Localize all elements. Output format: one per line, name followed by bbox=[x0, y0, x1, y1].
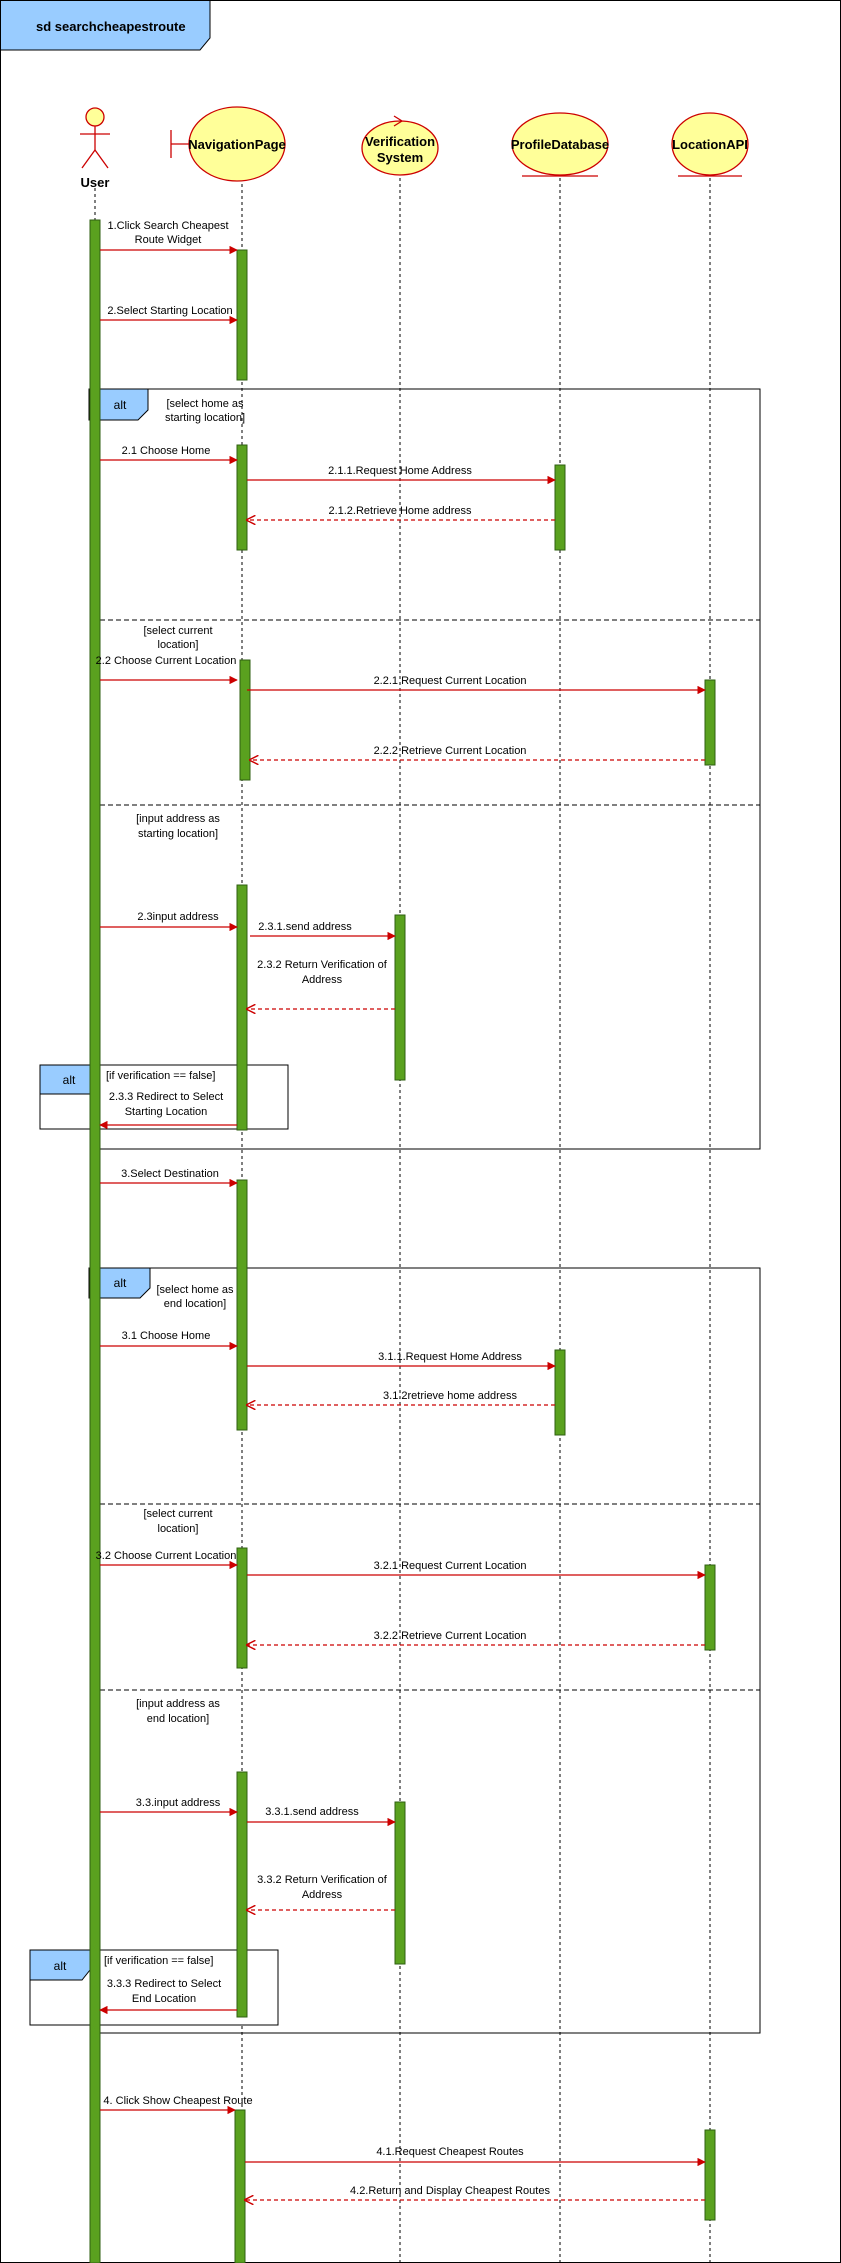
message-label: 2.1.1.Request Home Address bbox=[328, 465, 472, 477]
message-label: 2.Select Starting Location bbox=[107, 305, 232, 317]
activation-navigation bbox=[236, 1771, 248, 2018]
message-label: 2.3.2 Return Verification of bbox=[257, 959, 388, 971]
guard-label: [if verification == false] bbox=[106, 1070, 215, 1082]
activation-navigation bbox=[236, 1179, 248, 1431]
actor-profile-label: ProfileDatabase bbox=[511, 137, 609, 152]
message-label: 3.3.1.send address bbox=[265, 1806, 359, 1818]
activation-navigation bbox=[236, 249, 248, 381]
guard-label: [select current bbox=[143, 1508, 212, 1520]
activation-location bbox=[704, 2129, 716, 2221]
guard-label: [select home as bbox=[156, 1284, 234, 1296]
message-label: 3.1.1.Request Home Address bbox=[378, 1351, 522, 1363]
message-label: 2.1 Choose Home bbox=[122, 445, 211, 457]
message-label: 2.1.2.Retrieve Home address bbox=[328, 505, 472, 517]
message-label: 3.2.1 Request Current Location bbox=[374, 1560, 527, 1572]
message-label: 2.3.1.send address bbox=[258, 921, 352, 933]
guard-label: end location] bbox=[147, 1713, 209, 1725]
return-messages bbox=[245, 520, 705, 2200]
guard-label: [if verification == false] bbox=[104, 1955, 213, 1967]
actor-verification-label-1: Verification bbox=[365, 134, 435, 149]
frame-title-tab bbox=[0, 0, 211, 51]
message-label: 3.1.2retrieve home address bbox=[383, 1390, 517, 1402]
activation-profile bbox=[554, 464, 566, 551]
guard-label: [input address as bbox=[136, 813, 220, 825]
actor-verification-label-2: System bbox=[377, 150, 423, 165]
guard-label: starting location] bbox=[165, 412, 245, 424]
message-label: 3.1 Choose Home bbox=[122, 1330, 211, 1342]
activation-verification bbox=[394, 914, 406, 1081]
alt-tag: alt bbox=[114, 398, 127, 412]
actor-profile-ellipse bbox=[511, 112, 609, 176]
message-label: 1.Click Search Cheapest bbox=[107, 220, 228, 232]
message-label: 3.Select Destination bbox=[121, 1168, 219, 1180]
activation-user bbox=[89, 219, 101, 2263]
boundary-icon bbox=[170, 130, 190, 158]
activation-navigation bbox=[239, 659, 251, 781]
activation-navigation bbox=[236, 884, 248, 1131]
guard-label: location] bbox=[158, 639, 199, 651]
guard-label: [input address as bbox=[136, 1698, 220, 1710]
message-label: 2.2 Choose Current Location bbox=[96, 655, 237, 667]
sync-messages bbox=[99, 245, 706, 2167]
actor-location-label: LocationAPI bbox=[672, 137, 748, 152]
message-label: Address bbox=[302, 974, 343, 986]
alt-tag: alt bbox=[63, 1073, 76, 1087]
message-label: 2.2.2 Retrieve Current Location bbox=[374, 745, 527, 757]
guard-label: starting location] bbox=[138, 828, 218, 840]
activation-navigation bbox=[236, 1547, 248, 1669]
message-label: 4.2.Return and Display Cheapest Routes bbox=[350, 2185, 550, 2197]
alt-tag: alt bbox=[114, 1276, 127, 1290]
message-label: Starting Location bbox=[125, 1106, 208, 1118]
actor-user-icon bbox=[80, 107, 110, 169]
activation-navigation bbox=[234, 2109, 246, 2263]
actor-location-ellipse bbox=[671, 112, 749, 176]
activation-location bbox=[704, 1564, 716, 1651]
guard-label: [select home as bbox=[166, 398, 244, 410]
message-labels: 1.Click Search Cheapest Route Widget 2.S… bbox=[96, 220, 551, 2197]
message-label: 2.3input address bbox=[137, 911, 219, 923]
message-label: Address bbox=[302, 1889, 343, 1901]
message-label: 3.2.2 Retrieve Current Location bbox=[374, 1630, 527, 1642]
guard-label: [select current bbox=[143, 625, 212, 637]
activation-navigation bbox=[236, 444, 248, 551]
actor-navigation-ellipse bbox=[188, 106, 286, 182]
message-label: 3.2 Choose Current Location bbox=[96, 1550, 237, 1562]
message-label: 4.1.Request Cheapest Routes bbox=[376, 2146, 524, 2158]
message-label: 3.3.2 Return Verification of bbox=[257, 1874, 388, 1886]
activation-bars bbox=[89, 219, 716, 2263]
activation-location bbox=[704, 679, 716, 766]
guard-label: end location] bbox=[164, 1298, 226, 1310]
activation-verification bbox=[394, 1801, 406, 1965]
message-label: 2.3.3 Redirect to Select bbox=[109, 1091, 223, 1103]
guard-label: location] bbox=[158, 1523, 199, 1535]
alt-tag: alt bbox=[54, 1959, 67, 1973]
message-label: 3.3.3 Redirect to Select bbox=[107, 1978, 221, 1990]
message-label: 2.2.1 Request Current Location bbox=[374, 675, 527, 687]
control-arrow-icon bbox=[393, 115, 404, 127]
message-label: End Location bbox=[132, 1993, 196, 2005]
message-label: 4. Click Show Cheapest Route bbox=[103, 2095, 252, 2107]
frame-title: sd searchcheapestroute bbox=[36, 19, 186, 34]
actor-navigation-label: NavigationPage bbox=[188, 137, 286, 152]
actor-user-label: User bbox=[81, 175, 110, 190]
activation-profile bbox=[554, 1349, 566, 1436]
actor-verification-ellipse bbox=[361, 120, 439, 176]
message-label: 3.3.input address bbox=[136, 1797, 221, 1809]
message-label: Route Widget bbox=[135, 234, 202, 246]
